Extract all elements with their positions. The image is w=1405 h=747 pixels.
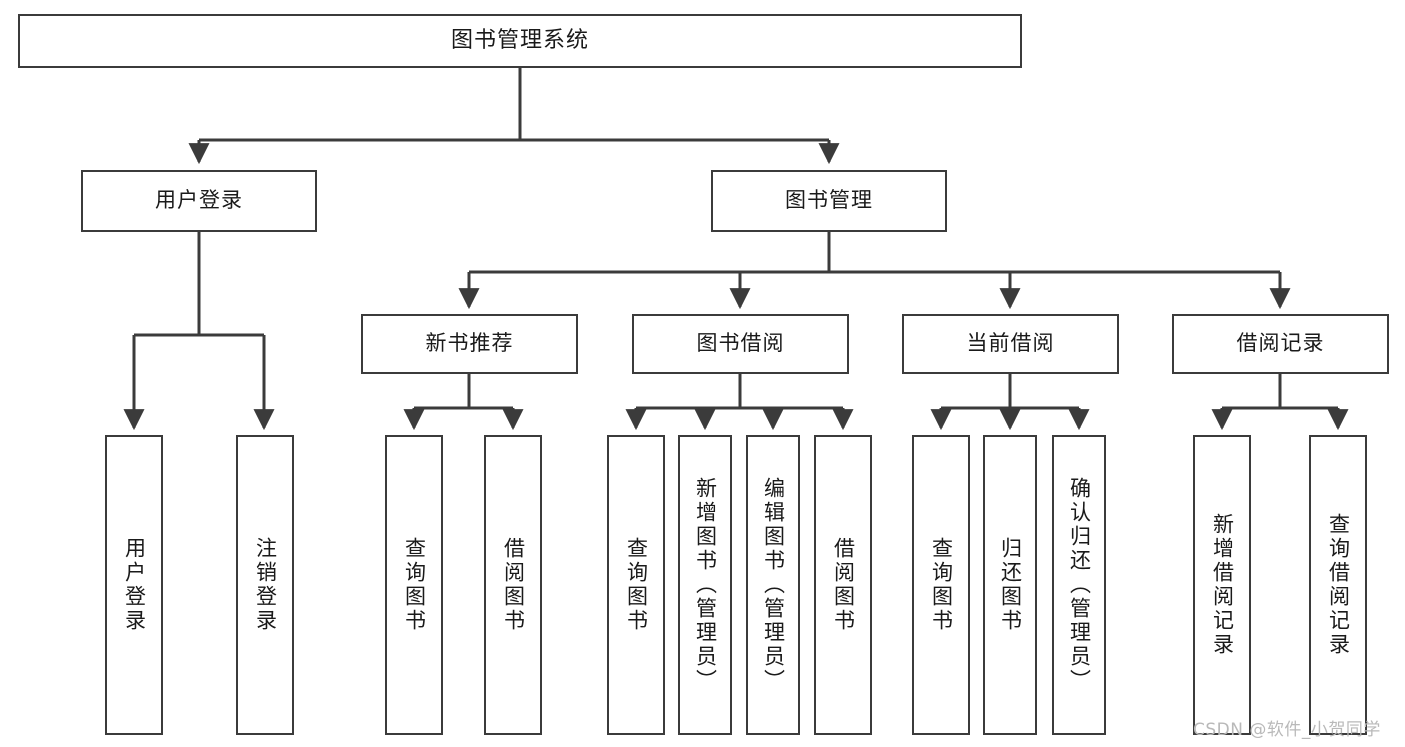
watermark-text: CSDN @软件_小贺同学 xyxy=(1193,720,1381,740)
node-borrow-records-label: 借阅记录 xyxy=(1236,331,1325,356)
node-book-management[interactable]: 图书管理 xyxy=(711,170,947,232)
node-leaf-query-books-2[interactable]: 查询图书 xyxy=(607,435,665,735)
node-leaf-borrow-books-1-label: 借阅图书 xyxy=(501,537,526,633)
node-leaf-add-book-admin-label: 新增图书（管理员） xyxy=(693,477,718,693)
node-leaf-query-books-1[interactable]: 查询图书 xyxy=(385,435,443,735)
node-leaf-query-borrow-record[interactable]: 查询借阅记录 xyxy=(1309,435,1367,735)
node-leaf-borrow-books-1[interactable]: 借阅图书 xyxy=(484,435,542,735)
node-borrow-records[interactable]: 借阅记录 xyxy=(1172,314,1389,374)
node-book-management-label: 图书管理 xyxy=(785,188,873,213)
node-current-borrow-label: 当前借阅 xyxy=(966,331,1055,356)
node-leaf-user-login-label: 用户登录 xyxy=(122,537,147,633)
node-current-borrow[interactable]: 当前借阅 xyxy=(902,314,1119,374)
node-leaf-edit-book-admin-label: 编辑图书（管理员） xyxy=(761,477,786,693)
node-root[interactable]: 图书管理系统 xyxy=(18,14,1022,68)
node-leaf-query-borrow-record-label: 查询借阅记录 xyxy=(1326,513,1351,657)
node-leaf-query-books-3-label: 查询图书 xyxy=(929,537,954,633)
node-user-login[interactable]: 用户登录 xyxy=(81,170,317,232)
node-leaf-add-borrow-record-label: 新增借阅记录 xyxy=(1210,513,1235,657)
node-leaf-logout[interactable]: 注销登录 xyxy=(236,435,294,735)
node-leaf-edit-book-admin[interactable]: 编辑图书（管理员） xyxy=(746,435,800,735)
node-new-book-recommend[interactable]: 新书推荐 xyxy=(361,314,578,374)
node-leaf-return-books-label: 归还图书 xyxy=(998,537,1023,633)
node-leaf-return-books[interactable]: 归还图书 xyxy=(983,435,1037,735)
node-leaf-logout-label: 注销登录 xyxy=(253,537,278,633)
node-leaf-add-borrow-record[interactable]: 新增借阅记录 xyxy=(1193,435,1251,735)
node-leaf-query-books-2-label: 查询图书 xyxy=(624,537,649,633)
node-leaf-add-book-admin[interactable]: 新增图书（管理员） xyxy=(678,435,732,735)
node-leaf-confirm-return-admin-label: 确认归还（管理员） xyxy=(1067,477,1092,693)
node-book-borrow-label: 图书借阅 xyxy=(696,331,785,356)
node-leaf-query-books-1-label: 查询图书 xyxy=(402,537,427,633)
node-leaf-borrow-books-2-label: 借阅图书 xyxy=(831,537,856,633)
node-leaf-borrow-books-2[interactable]: 借阅图书 xyxy=(814,435,872,735)
node-leaf-query-books-3[interactable]: 查询图书 xyxy=(912,435,970,735)
node-leaf-confirm-return-admin[interactable]: 确认归还（管理员） xyxy=(1052,435,1106,735)
node-user-login-label: 用户登录 xyxy=(155,188,243,213)
node-root-label: 图书管理系统 xyxy=(450,27,589,53)
node-leaf-user-login[interactable]: 用户登录 xyxy=(105,435,163,735)
node-book-borrow[interactable]: 图书借阅 xyxy=(632,314,849,374)
node-new-book-recommend-label: 新书推荐 xyxy=(425,331,514,356)
